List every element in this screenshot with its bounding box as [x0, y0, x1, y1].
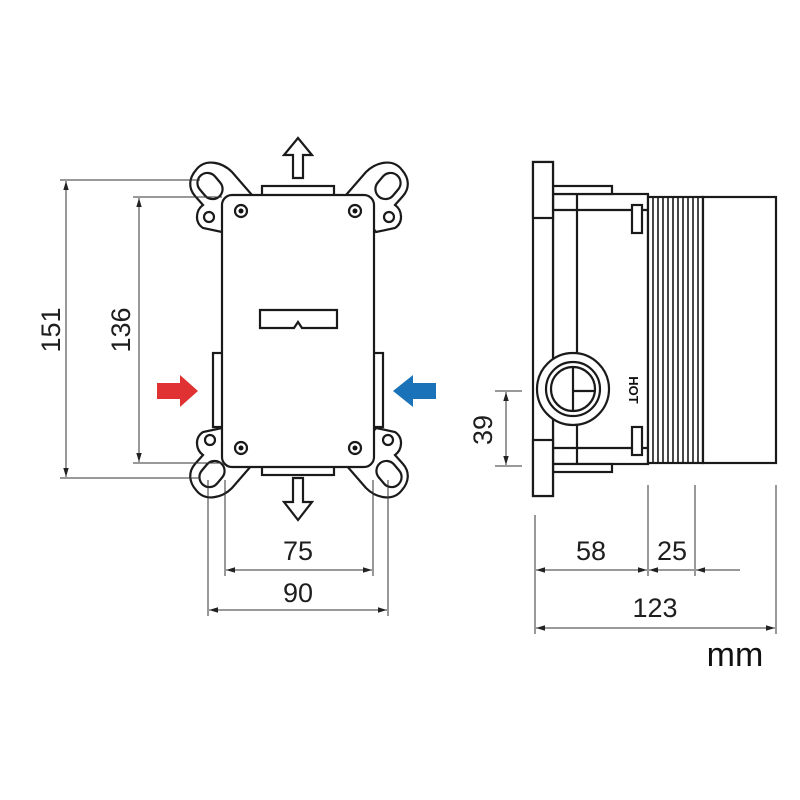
outlet-down-arrow-icon	[281, 476, 315, 522]
screws	[233, 203, 363, 456]
mounting-bracket-bottom-right	[344, 426, 409, 499]
dim-39: 39	[468, 415, 498, 445]
side-dimensions: 39 58 25 123	[468, 390, 777, 634]
dim-123: 123	[632, 593, 677, 623]
dim-75: 75	[283, 536, 313, 566]
dim-25: 25	[657, 536, 687, 566]
unit-label: mm	[707, 636, 764, 674]
front-view	[157, 136, 436, 522]
thread-section	[646, 195, 705, 465]
dim-90: 90	[283, 578, 313, 608]
dim-151: 151	[36, 307, 66, 352]
cartridge-slot	[258, 308, 339, 330]
mounting-bracket-top-right	[344, 161, 409, 234]
dim-136: 136	[106, 307, 136, 352]
box-body	[220, 193, 376, 469]
side-view: HOT	[531, 160, 778, 498]
hot-inlet-arrow-icon	[157, 375, 198, 407]
inlet-port-icon	[535, 351, 611, 427]
hot-label: HOT	[626, 376, 641, 404]
cold-inlet-arrow-icon	[393, 375, 436, 407]
dim-58: 58	[576, 536, 606, 566]
front-dimensions: 151 136 75 90	[36, 179, 389, 616]
cover-cap	[701, 195, 778, 465]
outlet-up-arrow-icon	[281, 136, 315, 180]
